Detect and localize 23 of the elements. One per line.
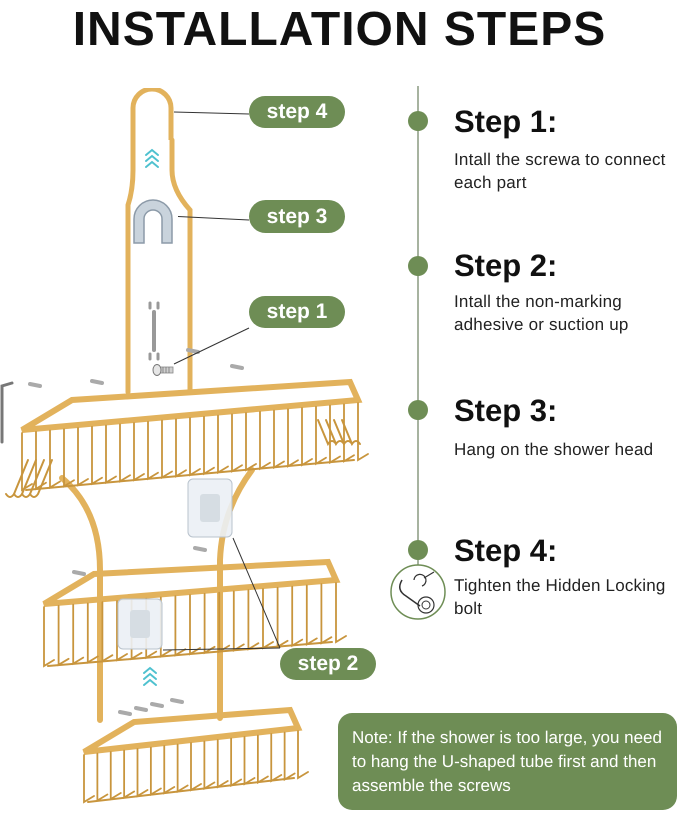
adhesive-pad-drawing (187, 478, 233, 538)
leader-line (174, 112, 250, 114)
step-heading: Step 4: (454, 533, 558, 569)
step-description: Intall the screwa to connect each part (454, 149, 667, 194)
note-box: Note: If the shower is too large, you need to hang the U-shaped tube first and then assemble the screws (338, 713, 677, 810)
step-heading: Step 2: (454, 248, 558, 284)
hanger-loop-drawing (130, 88, 174, 140)
step-tag: step 3 (249, 200, 345, 233)
step-tag: step 2 (280, 648, 376, 680)
leader-line (232, 538, 280, 648)
leader-line (174, 328, 250, 364)
step-heading: Step 3: (454, 393, 558, 429)
step-tag: step 1 (249, 296, 345, 328)
leader-line (178, 216, 250, 220)
step-tag: step 4 (249, 96, 345, 128)
title: INSTALLATION STEPS (72, 2, 608, 57)
leader-line (162, 648, 280, 650)
step-description: Intall the non-marking adhesive or suction up (454, 291, 630, 336)
screw-drawing (152, 364, 174, 376)
step-heading: Step 1: (454, 104, 558, 140)
step-description: Hang on the shower head (454, 439, 654, 461)
step-description: Tighten the Hidden Locking bolt (454, 575, 667, 620)
adhesive-pad-drawing (117, 598, 163, 650)
